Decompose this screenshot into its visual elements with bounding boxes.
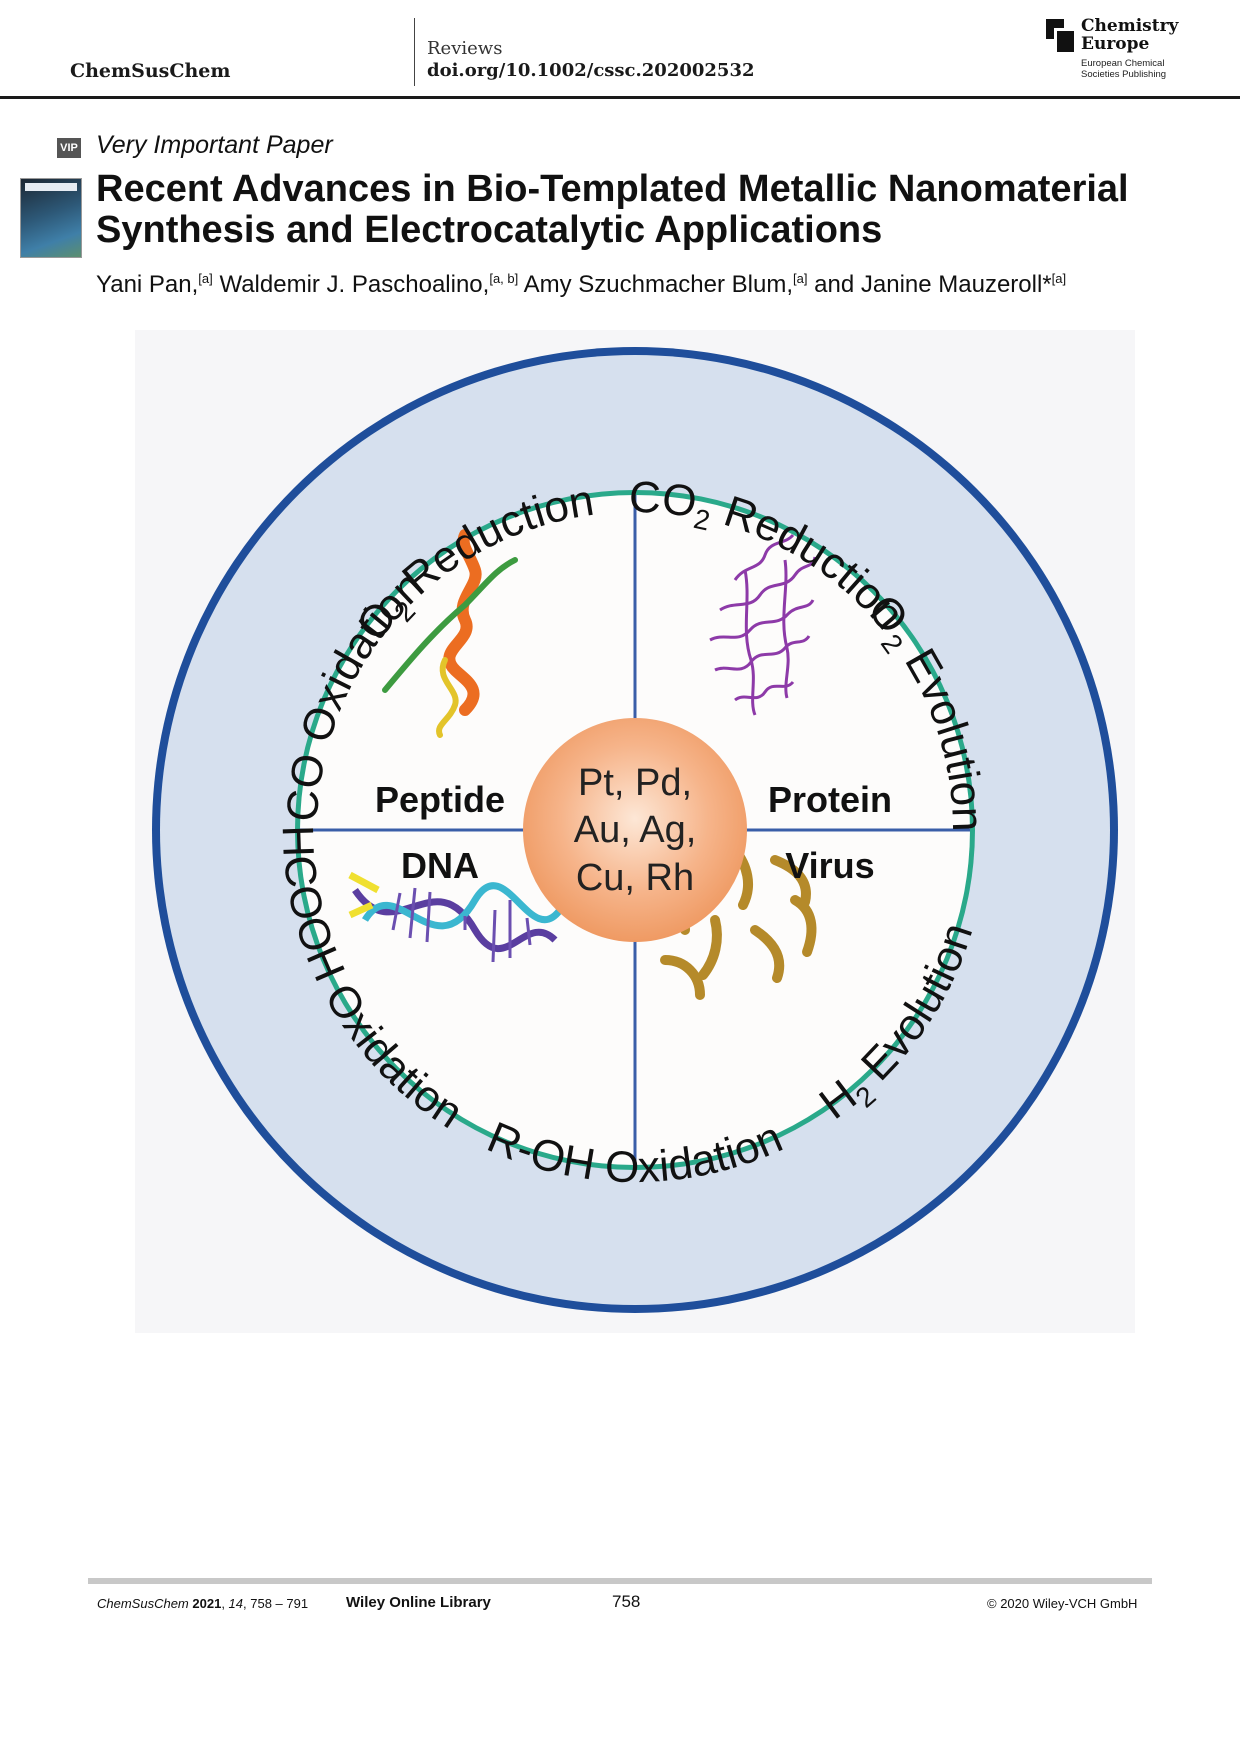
metal-core-labels: Pt, Pd, Au, Ag, Cu, Rh: [574, 762, 697, 899]
template-label-dna: DNA: [401, 845, 479, 886]
paper-title-line2: Synthesis and Electrocatalytic Applicati…: [96, 209, 883, 251]
article-category: Very Important Paper: [96, 131, 333, 159]
chemistry-europe-logo-icon: [1046, 19, 1074, 53]
author-name: Amy Szuchmacher Blum,: [523, 271, 794, 298]
footer-volume: 14: [228, 1596, 244, 1611]
section-label: Reviews: [427, 38, 503, 59]
copyright-notice: © 2020 Wiley-VCH GmbH: [987, 1596, 1138, 1611]
graphical-abstract: Pt, Pd, Au, Ag, Cu, Rh Peptide DNA Prote…: [152, 347, 1118, 1313]
template-label-peptide: Peptide: [375, 779, 505, 820]
doi-link[interactable]: doi.org/10.1002/cssc.202002532: [427, 60, 755, 81]
vip-badge: VIP: [57, 138, 81, 158]
header-divider: [414, 18, 415, 86]
paper-title-line1: Recent Advances in Bio-Templated Metalli…: [96, 168, 1129, 210]
logo-name-line1: Chemistry: [1081, 16, 1179, 36]
author-affiliation: [a]: [793, 271, 808, 286]
cover-thumbnail-image[interactable]: [20, 178, 82, 258]
journal-name: ChemSusChem: [70, 60, 231, 82]
metal-core-line2: Au, Ag,: [574, 809, 697, 851]
logo-subtitle-line2: Societies Publishing: [1081, 69, 1167, 80]
page-number: 758: [612, 1592, 641, 1611]
author-affiliation: [a, b]: [489, 271, 519, 286]
publisher-logo: Chemistry Europe European Chemical Socie…: [1046, 17, 1228, 81]
footer-journal: ChemSusChem: [97, 1596, 189, 1611]
template-label-protein: Protein: [768, 779, 892, 820]
header-rule: [0, 96, 1240, 99]
author-list: Yani Pan,[a] Waldemir J. Paschoalino,[a,…: [96, 271, 1066, 299]
metal-core-line1: Pt, Pd,: [578, 762, 692, 804]
metal-core-line3: Cu, Rh: [576, 857, 694, 899]
dna-double-helix-icon: [348, 871, 563, 963]
logo-subtitle-line1: European Chemical: [1081, 58, 1165, 69]
footer-year: 2021: [192, 1596, 222, 1611]
protein-structure-icon: [709, 533, 817, 716]
footer-pages: 758 – 791: [250, 1596, 309, 1611]
wiley-online-library-link[interactable]: Wiley Online Library: [346, 1594, 491, 1611]
author-affiliation: [a]: [1051, 271, 1067, 286]
footer-rule: [88, 1578, 1152, 1584]
template-label-virus: Virus: [785, 845, 874, 886]
metal-core: [523, 718, 747, 942]
peptide-helix-icon: [382, 529, 518, 738]
author-name: Waldemir J. Paschoalino,: [219, 271, 490, 298]
author-affiliation: [a]: [198, 271, 213, 286]
footer-citation: ChemSusChem 2021, 14, 758 – 791: [97, 1596, 309, 1611]
logo-name-line2: Europe: [1081, 34, 1150, 54]
author-name: and Janine Mauzeroll*: [814, 271, 1052, 298]
author-name: Yani Pan,: [96, 271, 199, 298]
